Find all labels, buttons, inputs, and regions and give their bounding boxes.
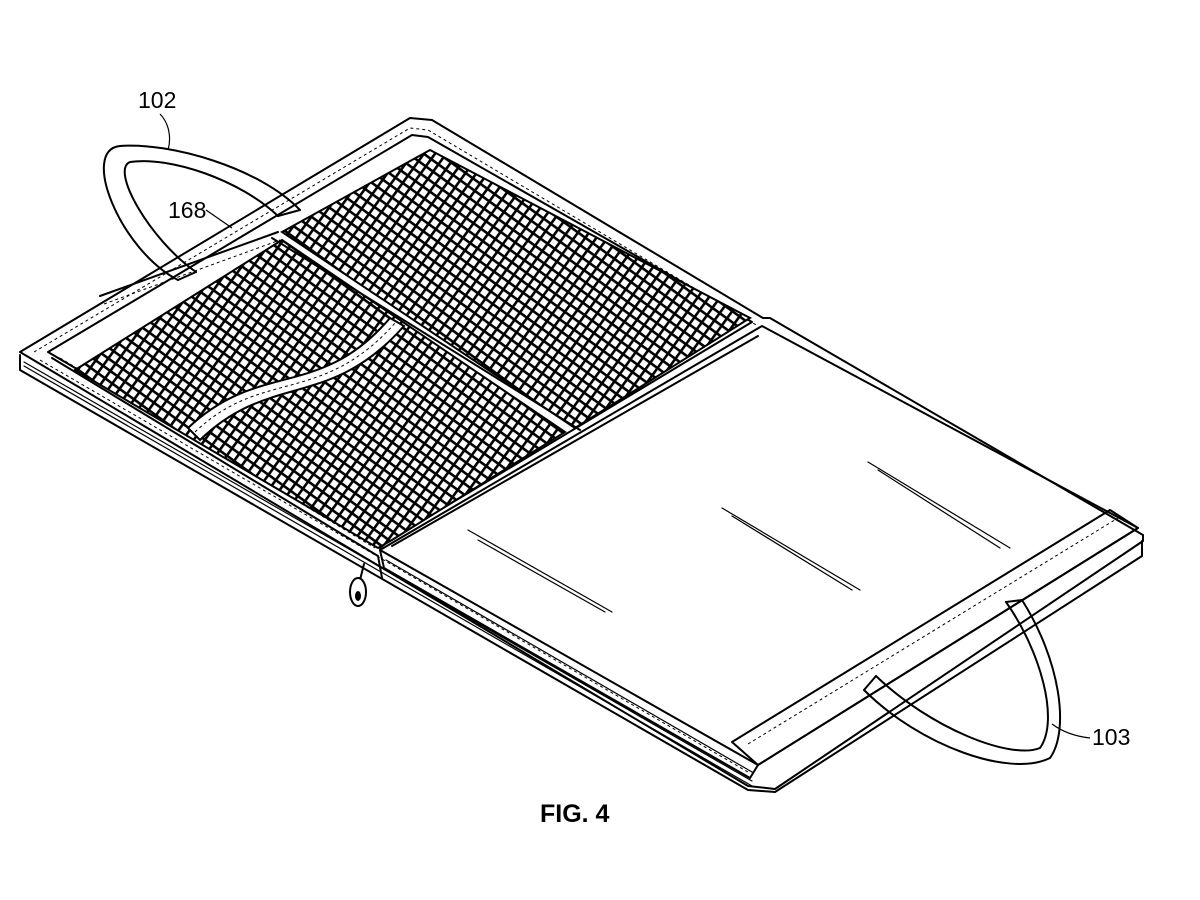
mesh-pocket-lower [73, 238, 567, 550]
strap-bottom [863, 599, 1062, 765]
zipper-closure [99, 231, 279, 297]
left-compartment [47, 134, 753, 579]
ref-label-103: 103 [1051, 723, 1130, 750]
figure-caption: FIG. 4 [540, 800, 610, 828]
mesh-pocket-upper [280, 148, 753, 430]
zipper-pull [349, 563, 367, 607]
ref-label-168: 168 [168, 197, 233, 229]
right-compartment [379, 325, 1139, 779]
zipper-track [51, 357, 383, 579]
ref-168-text: 168 [168, 197, 206, 223]
ref-103-text: 103 [1092, 724, 1130, 750]
ref-label-102: 102 [138, 87, 176, 151]
ref-102-text: 102 [138, 87, 176, 113]
case-body [19, 117, 1144, 793]
strap-top [102, 144, 301, 281]
bottom-band [731, 509, 1139, 766]
glare-lines [467, 461, 1011, 613]
elastic-band [186, 316, 406, 442]
